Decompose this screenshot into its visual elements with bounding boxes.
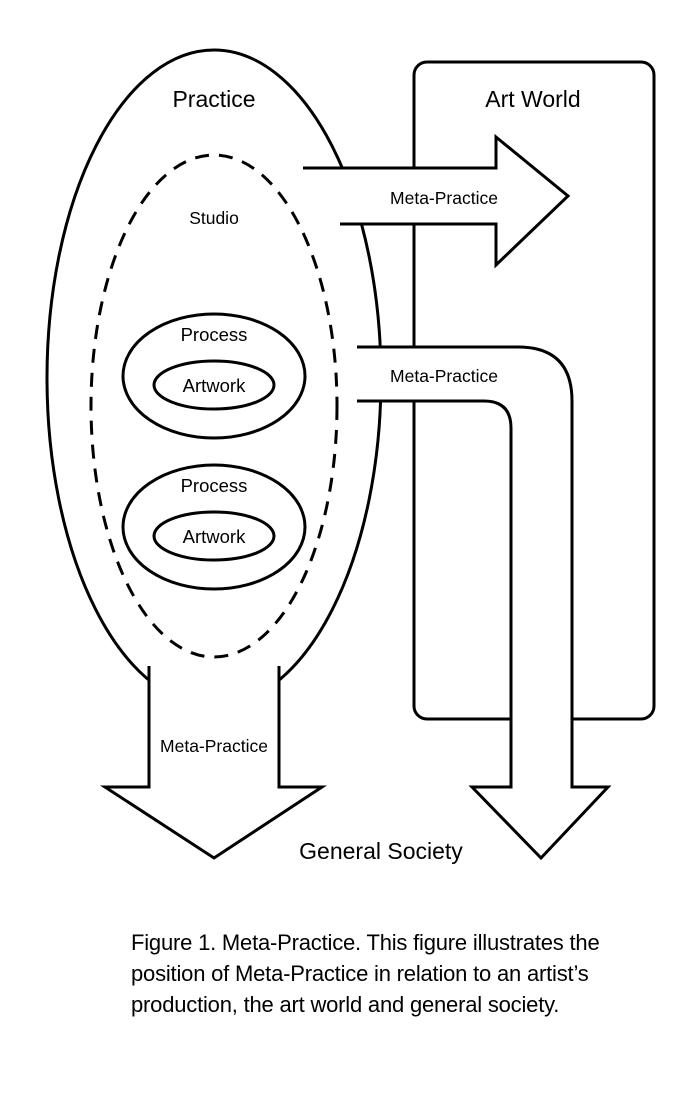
process-label-1: Process: [181, 324, 248, 345]
artwork-ellipse-1: [152, 359, 276, 411]
artwork-label-1: Artwork: [183, 375, 246, 396]
general-society-label: General Society: [299, 838, 463, 864]
artwork-label-2: Artwork: [183, 526, 246, 547]
meta-practice-right-label: Meta-Practice: [390, 188, 498, 208]
meta-practice-diagram: Practice Art World Studio Process Artwor…: [45, 48, 656, 864]
process-ellipse-2: [121, 463, 307, 591]
process-label-2: Process: [181, 475, 248, 496]
meta-practice-bend-arrow: [357, 345, 612, 861]
process-ellipse-1: [121, 312, 307, 440]
meta-practice-down-arrow: [99, 666, 328, 860]
meta-practice-right-arrow: [303, 133, 571, 269]
art-world-label: Art World: [485, 86, 580, 112]
meta-practice-down-label: Meta-Practice: [160, 736, 268, 756]
meta-practice-bend-label: Meta-Practice: [390, 366, 498, 386]
practice-label: Practice: [172, 86, 255, 112]
figure-caption: Figure 1. Meta-Practice. This figure ill…: [131, 930, 600, 1017]
artwork-ellipse-2: [152, 510, 276, 562]
meta-practice-bend-arrow-fill: [357, 347, 608, 858]
studio-dashed-ellipse: [89, 153, 339, 659]
studio-label: Studio: [189, 208, 239, 228]
